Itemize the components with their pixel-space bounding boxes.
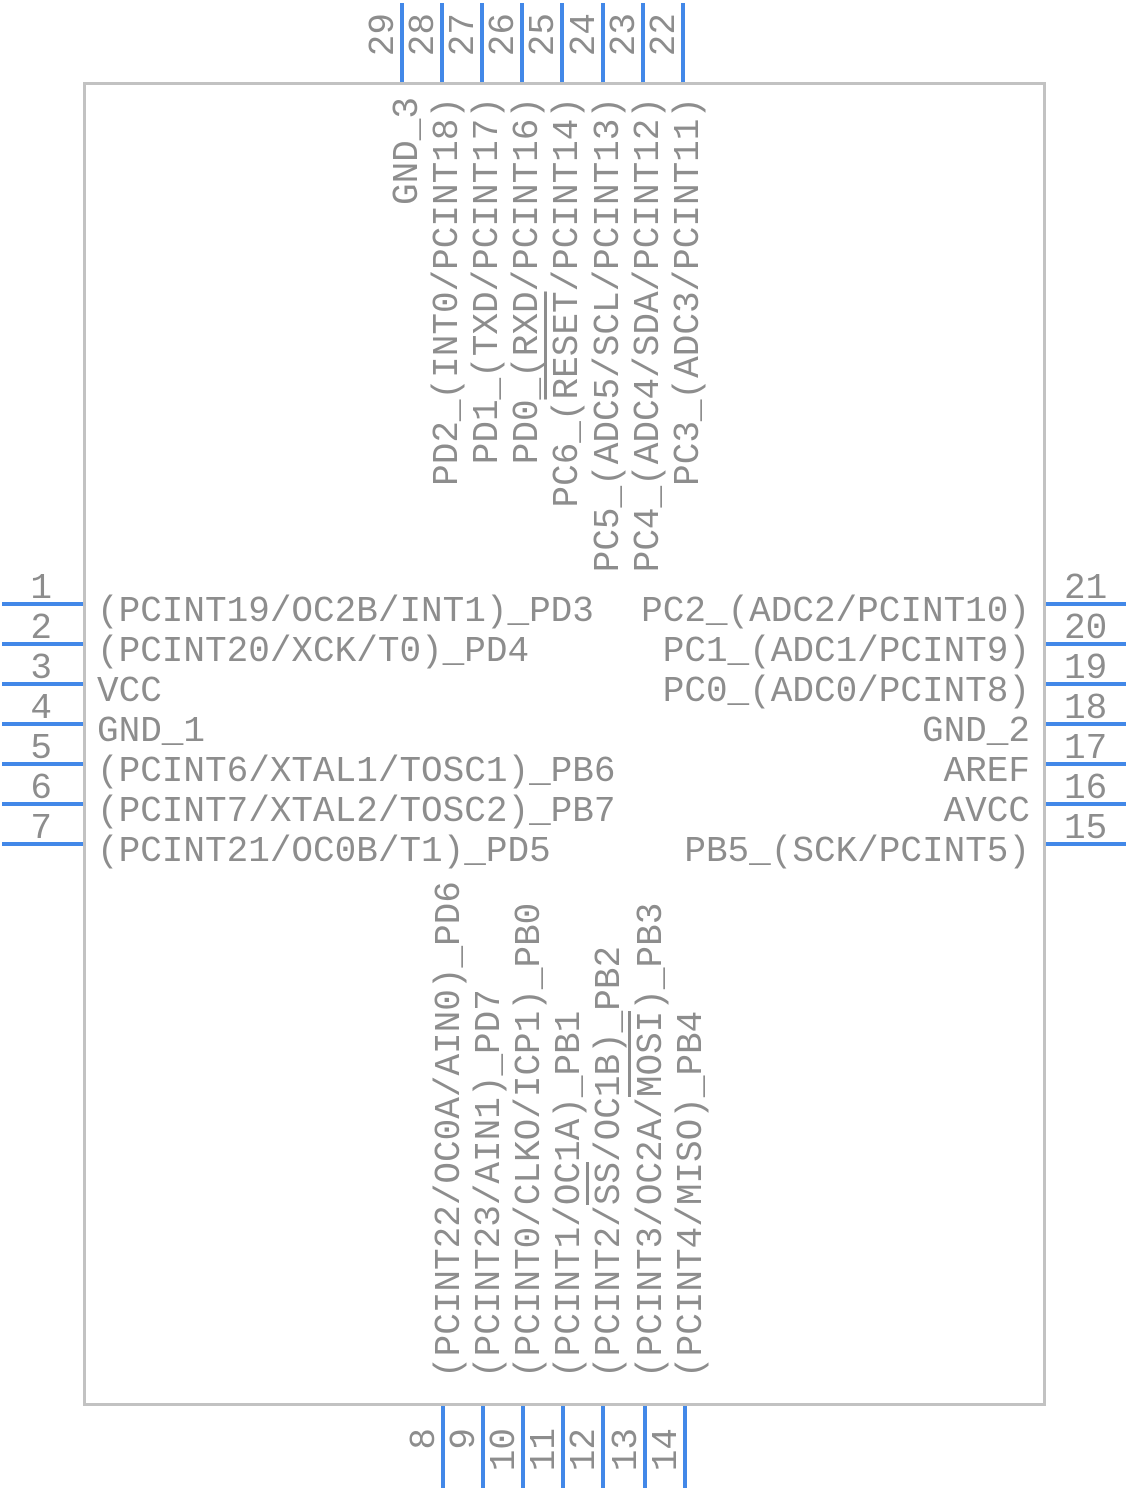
pin-number: 23 (604, 13, 645, 57)
pin-label-text: PC6_( (547, 399, 588, 508)
pin-line (400, 3, 404, 82)
pin-number: 5 (30, 728, 52, 769)
pin-line (643, 1406, 647, 1488)
pin-line (521, 1406, 525, 1488)
pin-label: (PCINT23/AIN1)_PD7 (469, 989, 510, 1378)
pin-number: 9 (444, 1428, 485, 1450)
pin-number: 19 (1064, 648, 1108, 689)
pin-line (1046, 762, 1126, 766)
pin-label: PC5_(ADC5/SCL/PCINT13) (588, 97, 629, 573)
pin-number: 17 (1064, 728, 1108, 769)
pin-number: 27 (443, 13, 484, 57)
pin-label: PC4_(ADC4/SDA/PCINT12) (628, 97, 669, 573)
pin-label: (PCINT22/OC0A/AIN0)_PD6 (429, 881, 470, 1378)
pin-line (1046, 642, 1126, 646)
active-low-signal: SS (586, 1161, 630, 1206)
pin-label: GND_2 (921, 711, 1030, 752)
active-low-signal: MOSI (628, 1010, 672, 1098)
pin-number: 21 (1064, 568, 1108, 609)
pin-number: 22 (644, 13, 685, 57)
pin-line (2, 802, 83, 806)
pin-label-text: (PCINT2/ (589, 1205, 630, 1378)
pin-label: PB5_(SCK/PCINT5) (684, 831, 1030, 872)
pin-number: 26 (483, 13, 524, 57)
pin-number: 24 (564, 13, 605, 57)
pin-number: 14 (646, 1428, 687, 1472)
pin-line (681, 3, 685, 82)
pin-number: 11 (524, 1428, 565, 1472)
pin-label: PC3_(ADC3/PCINT11) (668, 97, 709, 486)
pin-label: (PCINT20/XCK/T0)_PD4 (97, 631, 530, 672)
pin-line (2, 842, 83, 846)
pin-label: (PCINT6/XTAL1/TOSC1)_PB6 (97, 751, 616, 792)
pin-label: PC6_(RESET/PCINT14) (544, 97, 588, 508)
pin-label-text: /OC1B)_PB2 (589, 945, 630, 1162)
pin-label: GND_3 (387, 97, 428, 206)
pin-number: 18 (1064, 688, 1108, 729)
pin-label: VCC (97, 671, 162, 712)
pin-label: AREF (943, 751, 1030, 792)
pin-label: (PCINT0/CLKO/ICP1)_PB0 (509, 902, 550, 1378)
pin-line (2, 762, 83, 766)
pin-line (441, 1406, 445, 1488)
pin-number: 6 (30, 768, 52, 809)
pin-line (560, 3, 564, 82)
pin-label: PD0_(RXD/PCINT16) (507, 97, 548, 465)
pin-label: GND_1 (97, 711, 206, 752)
pin-label: (PCINT21/OC0B/T1)_PD5 (97, 831, 551, 872)
pin-label-text: )_PB3 (631, 902, 672, 1011)
pin-label: PC1_(ADC1/PCINT9) (662, 631, 1030, 672)
pin-label: (PCINT3/OC2A/MOSI)_PB3 (628, 902, 672, 1378)
pin-line (1046, 722, 1126, 726)
pin-number: 4 (30, 688, 52, 729)
pin-line (1046, 842, 1126, 846)
pin-line (480, 3, 484, 82)
pin-number: 15 (1064, 808, 1108, 849)
pin-number: 28 (403, 13, 444, 57)
pin-number: 20 (1064, 608, 1108, 649)
pin-label: PD1_(TXD/PCINT17) (467, 97, 508, 465)
pin-number: 2 (30, 608, 52, 649)
pin-line (641, 3, 645, 82)
pin-number: 12 (564, 1428, 605, 1472)
pin-label: AVCC (943, 791, 1030, 832)
pin-line (601, 1406, 605, 1488)
pin-number: 16 (1064, 768, 1108, 809)
pin-line (1046, 802, 1126, 806)
pin-number: 25 (523, 13, 564, 57)
active-low-signal: RESET (544, 291, 588, 400)
pin-label: (PCINT19/OC2B/INT1)_PD3 (97, 591, 594, 632)
pin-line (601, 3, 605, 82)
pin-line (2, 682, 83, 686)
pin-number: 3 (30, 648, 52, 689)
pin-line (561, 1406, 565, 1488)
pin-line (1046, 682, 1126, 686)
pin-line (2, 602, 83, 606)
pin-line (481, 1406, 485, 1488)
pin-label: PC2_(ADC2/PCINT10) (641, 591, 1030, 632)
pin-number: 13 (606, 1428, 647, 1472)
pin-number: 10 (484, 1428, 525, 1472)
pin-label: (PCINT1/OC1A)_PB1 (549, 1010, 590, 1378)
pin-label: (PCINT2/SS/OC1B)_PB2 (586, 945, 630, 1378)
pin-number: 7 (30, 808, 52, 849)
pin-line (520, 3, 524, 82)
pin-line (2, 722, 83, 726)
component-body-outline (83, 82, 1046, 1406)
pin-label: (PCINT7/XTAL2/TOSC2)_PB7 (97, 791, 616, 832)
pin-label: (PCINT4/MISO)_PB4 (671, 1010, 712, 1378)
pin-line (440, 3, 444, 82)
pin-line (683, 1406, 687, 1488)
pin-line (1046, 602, 1126, 606)
pin-label: PD2_(INT0/PCINT18) (427, 97, 468, 486)
pin-number: 29 (363, 13, 404, 57)
pin-label: PC0_(ADC0/PCINT8) (662, 671, 1030, 712)
pin-label-text: /PCINT14) (547, 97, 588, 292)
pin-number: 1 (30, 568, 52, 609)
pin-number: 8 (404, 1428, 445, 1450)
pin-label-text: (PCINT3/OC2A/ (631, 1097, 672, 1378)
pin-line (2, 642, 83, 646)
